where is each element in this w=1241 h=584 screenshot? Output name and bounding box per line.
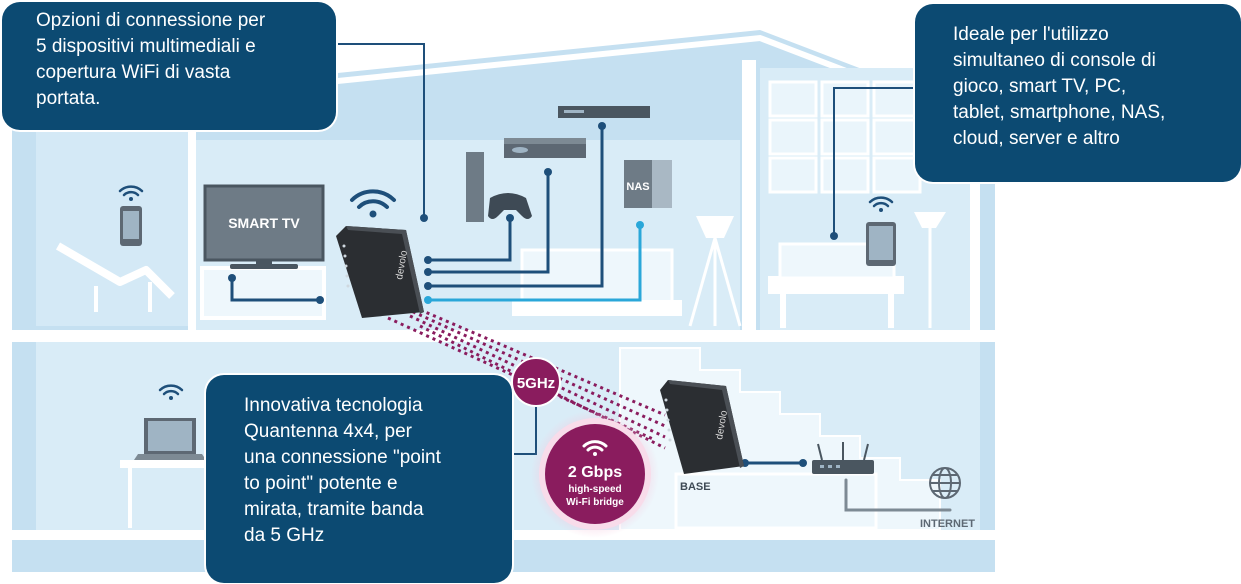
wifi-icon [868, 196, 894, 208]
callout-line: mirata, tramite banda [244, 499, 424, 520]
callout-line: Ideale per l'utilizzo [953, 24, 1109, 45]
bridge-speed: 2 Gbps [568, 464, 622, 481]
callout-line: to point" potente e [244, 473, 398, 494]
wifi-icon [350, 189, 396, 209]
callout-line: portata. [36, 88, 101, 109]
callout-connection-options: Opzioni di connessione per 5 dispositivi… [2, 2, 336, 130]
nas-label: NAS [626, 181, 649, 193]
bluray-player [504, 138, 586, 158]
base-label: BASE [680, 481, 711, 493]
callout-line: da 5 GHz [244, 525, 325, 546]
nas-device: NAS [624, 160, 672, 208]
wifi-icon-dot [879, 208, 883, 212]
smart-tv: SMART TV [203, 184, 325, 269]
callout-quantenna-technology: Innovativa tecnologia Quantenna 4x4, per… [206, 375, 512, 583]
callout-line: cloud, server e altro [953, 128, 1120, 149]
devolo-base: devolo [660, 380, 744, 474]
callout-ideal-use: Ideale per l'utilizzo simultaneo di cons… [915, 4, 1241, 182]
callout-line: Innovativa tecnologia [244, 395, 423, 416]
callout-line: 5 dispositivi multimediali e [36, 36, 256, 57]
wifi-icon-dot [129, 197, 133, 201]
laptop-icon [134, 418, 206, 460]
wifi-icon-dot [169, 396, 173, 400]
wifi-icon [118, 185, 144, 197]
band-badge: 5GHz [511, 357, 561, 407]
router-icon [812, 442, 874, 474]
callout-line: una connessione "point [244, 447, 441, 468]
brand-label: devolo [714, 409, 730, 440]
globe-icon [929, 467, 961, 499]
bridge-line1: high-speed [568, 484, 621, 495]
callout-line: Quantenna 4x4, per [244, 421, 412, 442]
band-label: 5GHz [517, 375, 555, 392]
callout-line: simultaneo di console di [953, 50, 1156, 71]
wifi-icon-dot [369, 210, 377, 218]
smartphone-icon [120, 206, 142, 246]
tablet-icon [866, 222, 896, 266]
set-top-box [558, 106, 650, 118]
smart-tv-label: SMART TV [228, 215, 300, 231]
brand-label: devolo [394, 249, 410, 280]
callout-line: gioco, smart TV, PC, [953, 76, 1127, 97]
callout-line: Opzioni di connessione per [36, 10, 266, 31]
bridge-badge: 2 Gbps high-speed Wi-Fi bridge [531, 410, 659, 538]
callout-line: tablet, smartphone, NAS, [953, 102, 1166, 123]
callout-line: copertura WiFi di vasta [36, 62, 231, 83]
devolo-repeater: devolo [336, 226, 424, 318]
wifi-icon [158, 384, 184, 396]
bridge-line2: Wi-Fi bridge [566, 497, 624, 508]
game-console [466, 152, 532, 222]
internet-label: INTERNET [920, 518, 975, 530]
